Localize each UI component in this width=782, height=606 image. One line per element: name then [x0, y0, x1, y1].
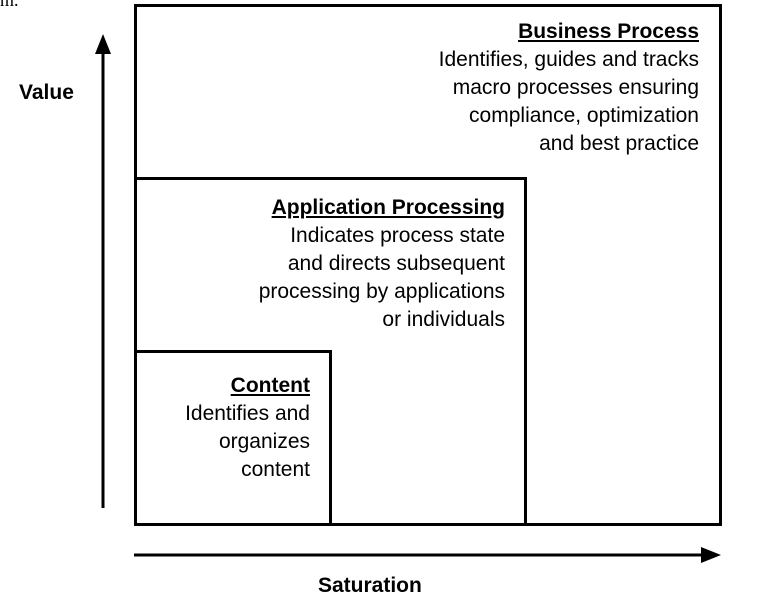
value-axis-label: Value — [19, 81, 74, 104]
business-process-desc-line: Identifies, guides and tracks — [438, 48, 699, 71]
application-processing-title: Application Processing — [271, 196, 505, 219]
business-process-text: Business Process Identifies, guides and … — [439, 18, 699, 158]
application-processing-desc-line: and directs subsequent — [287, 252, 505, 275]
content-box: Content Identifies and organizes content — [134, 350, 332, 526]
content-text: Content Identifies and organizes content — [185, 372, 310, 484]
application-processing-text: Application Processing Indicates process… — [259, 194, 505, 334]
content-desc-line: Identifies and — [185, 402, 310, 425]
saturation-axis-label: Saturation — [318, 574, 422, 597]
application-processing-desc-line: Indicates process state — [290, 224, 505, 247]
content-title: Content — [230, 374, 310, 397]
business-process-desc-line: macro processes ensuring — [452, 76, 699, 99]
application-processing-desc-line: processing by applications — [258, 280, 505, 303]
business-process-desc-line: and best practice — [539, 132, 699, 155]
saturation-axis-arrowhead — [701, 547, 721, 563]
cropped-text-fragment: m. — [0, 0, 19, 10]
content-desc-line: content — [241, 458, 310, 481]
business-process-title: Business Process — [518, 20, 699, 43]
business-process-desc-line: compliance, optimization — [469, 104, 699, 127]
application-processing-desc-line: or individuals — [382, 308, 505, 331]
content-desc-line: organizes — [218, 430, 310, 453]
value-axis-arrowhead — [95, 34, 111, 54]
